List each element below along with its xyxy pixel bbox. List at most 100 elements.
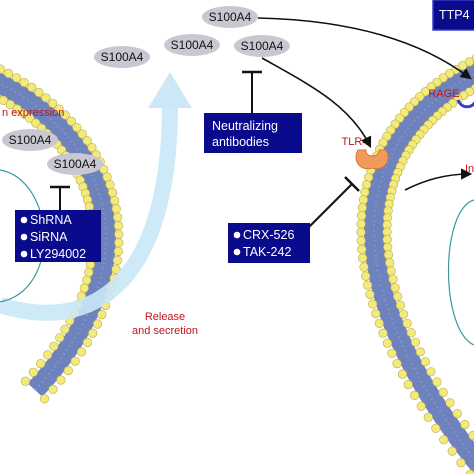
lipid-head: [360, 187, 370, 197]
lipid-head: [111, 264, 121, 274]
lipid-head: [79, 283, 89, 293]
lipid-head: [410, 337, 421, 347]
lipid-head: [416, 401, 426, 411]
lipid-head: [84, 267, 94, 277]
lipid-head: [378, 328, 388, 338]
lipid-head: [387, 348, 397, 358]
tlr4-inhibitors-box: CRX-526 TAK-242: [228, 223, 310, 263]
bullet-icon: [20, 216, 28, 224]
lipid-head: [20, 376, 31, 386]
rage-receptor: [456, 99, 474, 109]
bullet-icon: [233, 231, 241, 239]
lipid-head: [402, 318, 412, 329]
right-cell-membrane: [356, 54, 474, 474]
s100a4-oval-top: S100A4: [202, 6, 258, 28]
lipid-head: [357, 244, 367, 254]
knockdown-item-ly294002: LY294002: [30, 247, 86, 261]
bullet-icon: [233, 248, 241, 256]
lipid-head: [365, 289, 375, 300]
inhibitor-item-tak242: TAK-242: [243, 245, 291, 259]
lipid-head: [76, 347, 87, 357]
knockdown-item-shrna: ShRNA: [30, 213, 72, 227]
lipid-head: [82, 337, 92, 348]
lipid-head: [72, 122, 82, 133]
s100a4-oval-inner-1: S100A4: [2, 129, 58, 151]
lipid-head: [423, 412, 433, 422]
lipid-head: [415, 347, 425, 357]
lipid-head: [393, 291, 403, 302]
lipid-head: [28, 367, 39, 377]
lipid-head: [31, 118, 41, 128]
lipid-head: [56, 375, 66, 385]
lipid-head: [356, 227, 366, 237]
rage-label: RAGE: [428, 88, 459, 100]
lipid-head: [468, 430, 474, 441]
s100a4-label: S100A4: [241, 39, 284, 53]
lipid-head: [368, 299, 378, 309]
lipid-head: [54, 104, 64, 114]
lipid-head: [111, 204, 121, 214]
lipid-head: [395, 300, 406, 310]
lipid-head: [385, 258, 395, 268]
s100a4-label: S100A4: [171, 38, 214, 52]
lipid-head: [60, 110, 70, 120]
lipid-head: [113, 246, 123, 257]
lipid-head: [41, 93, 51, 103]
lipid-head: [5, 99, 15, 110]
lipid-head: [431, 423, 441, 434]
lipid-head: [87, 143, 97, 153]
release-arrow: [0, 72, 192, 321]
bullet-icon: [20, 233, 28, 241]
lipid-head: [406, 328, 416, 338]
lipid-head: [465, 469, 474, 474]
lipid-head: [371, 309, 381, 319]
lipid-head: [357, 211, 367, 221]
lipid-head: [39, 394, 50, 404]
release-label-line1: Release: [145, 311, 185, 323]
lipid-head: [357, 203, 367, 213]
lipid-head: [42, 350, 53, 360]
s100a4-oval-right: S100A4: [234, 35, 290, 57]
tlr4-receptor: [355, 149, 389, 170]
neutralizing-inhibition: [242, 70, 262, 113]
neutralizing-line-2: antibodies: [212, 135, 269, 149]
lipid-head: [113, 221, 123, 231]
lipid-head: [438, 387, 448, 398]
lipid-head: [362, 180, 372, 190]
lipid-head: [105, 180, 115, 190]
lipid-head: [358, 253, 368, 263]
knockdown-item-sirna: SiRNA: [30, 230, 68, 244]
lipid-head: [77, 129, 87, 139]
knockdown-inhibition: [50, 185, 70, 210]
lipid-head: [49, 341, 59, 351]
lipid-head: [399, 309, 409, 319]
lipid-head: [97, 310, 107, 320]
inhibitor-item-crx526: CRX-526: [243, 228, 294, 242]
lipid-head: [382, 338, 393, 348]
lipid-head: [63, 366, 73, 376]
intracellular-label: In: [465, 163, 474, 175]
lipid-head: [60, 324, 70, 334]
lipid-head: [359, 262, 369, 272]
lipid-head: [426, 367, 436, 377]
signaling-arrow: [404, 168, 473, 191]
lipid-head: [439, 435, 449, 445]
lipid-head: [18, 108, 29, 119]
lipid-head: [382, 235, 392, 245]
lipid-head: [363, 280, 373, 290]
lipid-head: [3, 68, 14, 78]
lipid-head: [445, 398, 455, 408]
s100a4-label: S100A4: [101, 50, 144, 64]
lipid-head: [70, 356, 80, 366]
lipid-head: [48, 384, 58, 395]
lipid-head: [388, 274, 398, 284]
tlr4-inhibitor-inhibition: [307, 176, 360, 229]
lipid-head: [410, 390, 420, 401]
lipid-head: [356, 236, 366, 246]
lipid-head: [438, 73, 448, 83]
lipid-head: [447, 446, 457, 456]
s100a4-oval-center: S100A4: [164, 34, 220, 56]
lipid-head: [112, 212, 123, 222]
lipid-head: [383, 242, 393, 252]
